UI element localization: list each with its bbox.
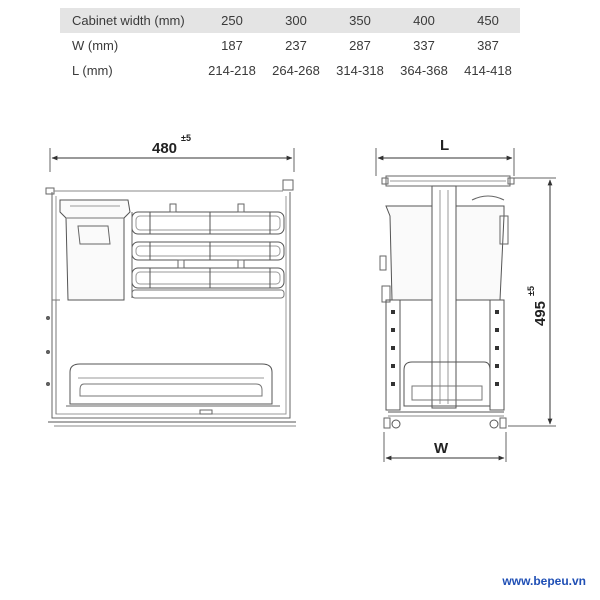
cell: 364-368 — [400, 63, 448, 78]
row-label: Cabinet width (mm) — [60, 8, 200, 33]
height-dimension-label: 495 — [532, 301, 549, 326]
cell: 237 — [285, 38, 307, 53]
spec-row-l: L (mm) 214-218 264-268 314-318 364-368 4… — [60, 58, 520, 83]
side-bin — [59, 199, 131, 301]
lower-upper-basket — [131, 259, 285, 299]
front-view — [375, 148, 556, 462]
depth-dimension-label: 480 — [152, 140, 177, 157]
depth-dimension — [49, 148, 295, 172]
spec-table: Cabinet width (mm) 250 300 350 400 450 W… — [60, 8, 520, 83]
cell: 250 — [200, 8, 264, 33]
spec-row-w: W (mm) 187 237 287 337 387 — [60, 33, 520, 58]
top-width-dimension — [375, 148, 515, 176]
cell: 400 — [392, 8, 456, 33]
bottom-width-dimension — [383, 432, 507, 462]
height-tolerance: ±5 — [526, 286, 536, 296]
cell: 187 — [221, 38, 243, 53]
cell: 350 — [328, 8, 392, 33]
cell: 300 — [264, 8, 328, 33]
top-width-label: L — [440, 137, 449, 154]
spec-row-cabinet-width: Cabinet width (mm) 250 300 350 400 450 — [60, 8, 520, 33]
upper-basket — [131, 203, 285, 235]
website-url: www.bepeu.vn — [502, 574, 586, 588]
bottom-width-label: W — [434, 440, 449, 457]
middle-basket — [131, 241, 285, 261]
row-label: W (mm) — [72, 38, 119, 53]
cell: 387 — [477, 38, 499, 53]
height-dimension — [508, 177, 556, 427]
cell: 450 — [456, 8, 520, 33]
cell: 287 — [349, 38, 371, 53]
cell: 214-218 — [208, 63, 256, 78]
depth-tolerance: ±5 — [181, 133, 191, 143]
bottom-basket — [66, 363, 280, 415]
cell: 264-268 — [272, 63, 320, 78]
cell: 314-318 — [336, 63, 384, 78]
row-label: L (mm) — [72, 63, 113, 78]
side-view — [45, 148, 296, 427]
cell: 414-418 — [464, 63, 512, 78]
cell: 337 — [413, 38, 435, 53]
